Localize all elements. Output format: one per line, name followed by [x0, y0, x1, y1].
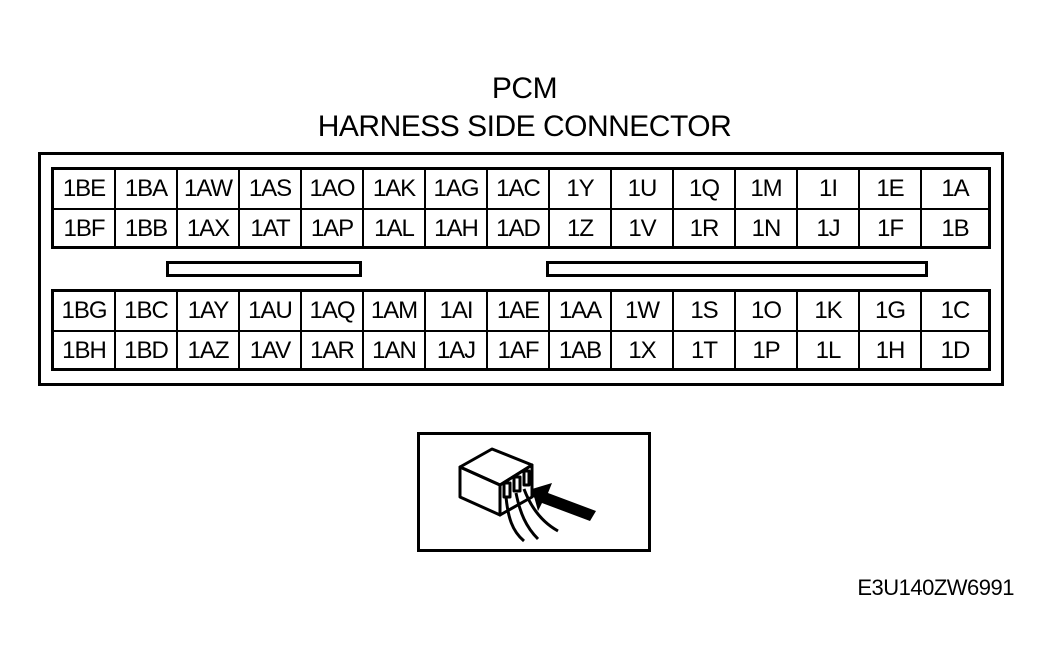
- terminal-1f: 1F: [860, 210, 922, 248]
- terminal-1ah: 1AH: [426, 210, 488, 248]
- terminal-1aa: 1AA: [550, 292, 612, 330]
- terminal-1z: 1Z: [550, 210, 612, 248]
- terminal-1af: 1AF: [488, 332, 550, 370]
- connector-key-right: [546, 261, 928, 277]
- terminal-1o: 1O: [736, 292, 798, 330]
- terminal-1au: 1AU: [240, 292, 302, 330]
- terminal-1g: 1G: [860, 292, 922, 330]
- terminal-1ag: 1AG: [426, 170, 488, 208]
- terminal-1t: 1T: [674, 332, 736, 370]
- connector-housing: [38, 152, 1004, 386]
- terminal-1ar: 1AR: [302, 332, 364, 370]
- terminal-1k: 1K: [798, 292, 860, 330]
- terminal-1c: 1C: [940, 297, 971, 324]
- terminal-1al: 1AL: [364, 210, 426, 248]
- terminal-1h: 1H: [860, 332, 922, 370]
- terminal-1be: 1BE: [54, 170, 116, 208]
- terminal-1ai: 1AI: [426, 292, 488, 330]
- diagram-subtitle: HARNESS SIDE CONNECTOR: [317, 110, 732, 143]
- terminal-1u: 1U: [612, 170, 674, 208]
- terminal-1m: 1M: [736, 170, 798, 208]
- terminal-1ad: 1AD: [488, 210, 550, 248]
- terminal-1ap: 1AP: [302, 210, 364, 248]
- probe-inset: [417, 432, 651, 552]
- terminal-1ae: 1AE: [488, 292, 550, 330]
- terminal-1ax: 1AX: [178, 210, 240, 248]
- terminal-1y: 1Y: [550, 170, 612, 208]
- probe-into-connector-icon: [458, 447, 596, 543]
- terminal-1v: 1V: [612, 210, 674, 248]
- terminal-1ak: 1AK: [364, 170, 426, 208]
- terminal-1bh: 1BH: [54, 332, 116, 370]
- terminal-1x: 1X: [612, 332, 674, 370]
- terminal-1ab: 1AB: [550, 332, 612, 370]
- terminal-1bd: 1BD: [116, 332, 178, 370]
- terminal-1ao: 1AO: [302, 170, 364, 208]
- terminal-1bg: 1BG: [54, 292, 116, 330]
- terminal-1as: 1AS: [240, 170, 302, 208]
- terminal-1az: 1AZ: [178, 332, 240, 370]
- terminal-1r: 1R: [674, 210, 736, 248]
- terminal-1ac: 1AC: [488, 170, 550, 208]
- terminal-1bb: 1BB: [116, 210, 178, 248]
- terminal-1e: 1E: [860, 170, 922, 208]
- terminal-1j: 1J: [798, 210, 860, 248]
- terminal-1d: 1D: [940, 337, 971, 364]
- terminal-1i: 1I: [798, 170, 860, 208]
- terminal-1am: 1AM: [364, 292, 426, 330]
- terminal-1w: 1W: [612, 292, 674, 330]
- terminal-1q: 1Q: [674, 170, 736, 208]
- terminal-1ba: 1BA: [116, 170, 178, 208]
- terminal-1bc: 1BC: [116, 292, 178, 330]
- terminal-1n: 1N: [736, 210, 798, 248]
- terminal-1an: 1AN: [364, 332, 426, 370]
- terminal-1aj: 1AJ: [426, 332, 488, 370]
- terminal-1p: 1P: [736, 332, 798, 370]
- terminal-1a: 1A: [941, 175, 969, 202]
- figure-id: E3U140ZW6991: [857, 575, 1014, 600]
- terminal-1s: 1S: [674, 292, 736, 330]
- terminal-1l: 1L: [798, 332, 860, 370]
- terminal-1bf: 1BF: [54, 210, 116, 248]
- diagram-title: PCM: [491, 72, 558, 105]
- terminal-1aq: 1AQ: [302, 292, 364, 330]
- connector-key-left: [166, 261, 362, 277]
- terminal-1at: 1AT: [240, 210, 302, 248]
- terminal-1aw: 1AW: [178, 170, 240, 208]
- terminal-1ay: 1AY: [178, 292, 240, 330]
- terminal-1b: 1B: [941, 215, 969, 242]
- terminal-1av: 1AV: [240, 332, 302, 370]
